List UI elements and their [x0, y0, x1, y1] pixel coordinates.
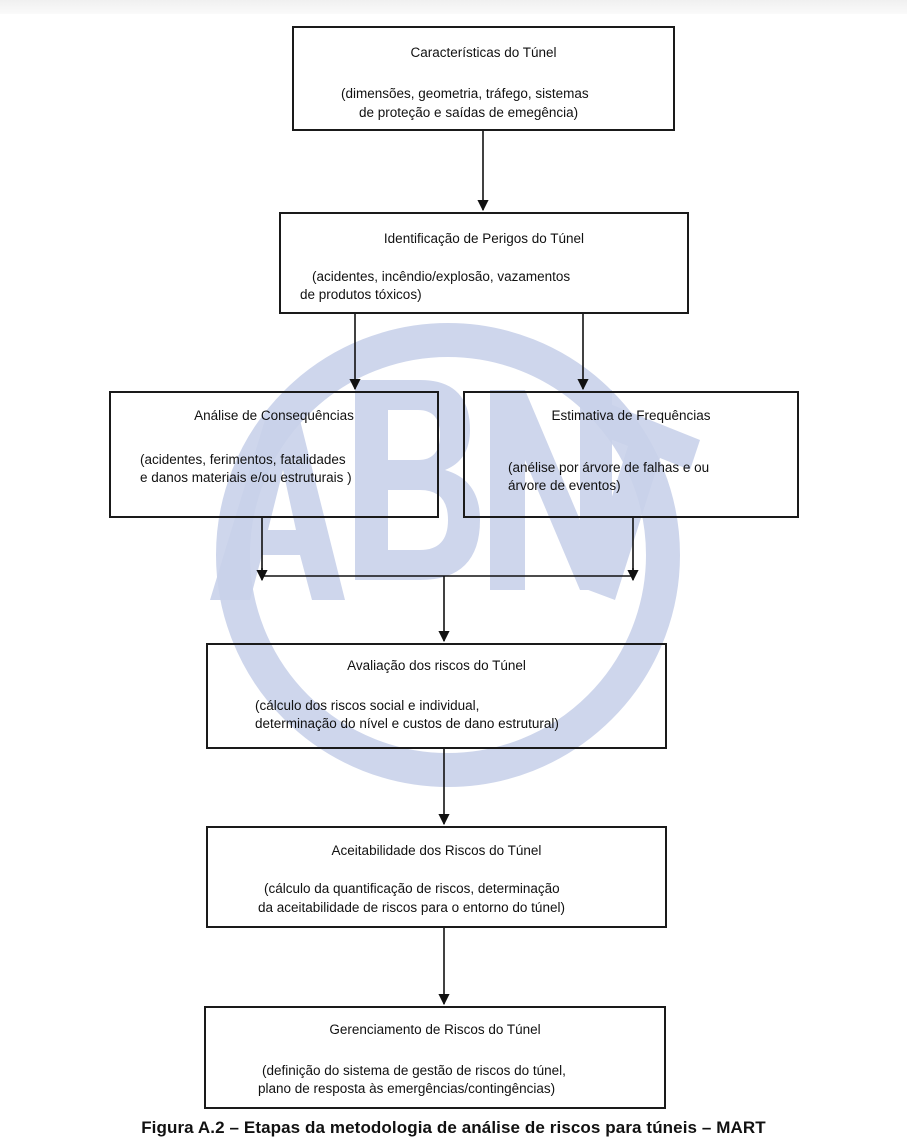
management-desc-line-1: (definição do sistema de gestão de risco…	[262, 1063, 566, 1078]
acceptability-desc-line-2: da aceitabilidade de riscos para o entor…	[258, 900, 565, 915]
management-box: Gerenciamento de Riscos do Túnel (defini…	[204, 1006, 666, 1109]
evaluation-desc-line-1: (cálculo dos riscos social e individual,	[255, 698, 480, 713]
consequences-desc-line-1: (acidentes, ferimentos, fatalidades	[140, 452, 346, 467]
management-desc-line-2: plano de resposta às emergências/conting…	[258, 1081, 556, 1096]
evaluation-title: Avaliação dos riscos do Túnel	[347, 658, 526, 673]
consequences-desc-line-2: e danos materiais e/ou estruturais )	[140, 470, 352, 485]
acceptability-desc-line-1: (cálculo da quantificação de riscos, det…	[264, 881, 560, 896]
hazards-box: Identificação de Perigos do Túnel (acide…	[279, 212, 689, 314]
evaluation-desc-line-2: determinação do nível e custos de dano e…	[255, 716, 559, 731]
hazards-title: Identificação de Perigos do Túnel	[383, 231, 585, 246]
characteristics-desc-line-1: (dimensões, geometria, tráfego, sistemas	[341, 86, 589, 101]
characteristics-title: Características do Túnel	[410, 45, 557, 60]
consequences-box: Análise de Consequências (acidentes, fer…	[109, 391, 439, 518]
acceptability-box: Aceitabilidade dos Riscos do Túnel (cálc…	[206, 826, 667, 928]
characteristics-desc-line-2: de proteção e saídas de emegência)	[359, 105, 579, 120]
management-title: Gerenciamento de Riscos do Túnel	[329, 1022, 541, 1037]
frequencies-box: Estimativa de Frequências (anélise por á…	[463, 391, 799, 518]
merge-left-branch	[261, 516, 444, 577]
acceptability-title: Aceitabilidade dos Riscos do Túnel	[331, 843, 542, 858]
merge-right-branch	[444, 516, 634, 577]
hazards-desc-line-2: de produtos tóxicos)	[300, 287, 422, 302]
figure-caption: Figura A.2 – Etapas da metodologia de an…	[141, 1118, 766, 1137]
characteristics-box: Características do Túnel (dimensões, geo…	[292, 26, 675, 131]
top-bar	[0, 0, 907, 14]
consequences-title: Análise de Consequências	[194, 408, 354, 423]
frequencies-desc-line-1: (anélise por árvore de falhas e ou	[508, 460, 710, 475]
hazards-desc-line-1: (acidentes, incêndio/explosão, vazamento…	[312, 269, 571, 284]
evaluation-box: Avaliação dos riscos do Túnel (cálculo d…	[206, 643, 667, 749]
frequencies-desc-line-2: árvore de eventos)	[508, 478, 621, 493]
frequencies-title: Estimativa de Frequências	[551, 408, 711, 423]
